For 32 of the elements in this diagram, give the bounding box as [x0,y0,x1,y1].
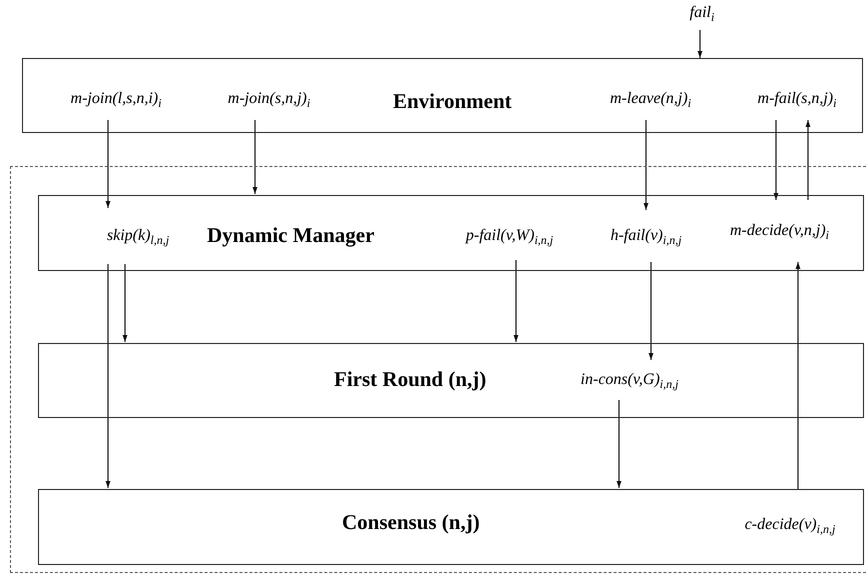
action-label: p-fail(v,W)$_{i,n,j}$ [447,214,572,262]
box-title: Consensus (n,j) [342,512,480,533]
action-label: h-fail(v)$_{i,n,j}$ [590,212,702,264]
action-label: m-decide(v,n,j)$_{i}$ [707,202,852,264]
arrow [514,260,518,342]
box-title: Environment [393,91,512,112]
arrow [106,120,110,208]
box-title: First Round (n,j) [334,369,486,390]
action-label: fail$_{i}$ [680,0,724,30]
arrow [648,262,654,360]
arrow [698,30,702,58]
arrow [106,264,110,488]
arrow [616,400,622,488]
process-box [22,58,863,133]
arrow [122,264,128,342]
action-label: skip(k)$_{l,n,j}$ [92,210,184,266]
action-label: in-cons(v,G)$_{i,n,j}$ [557,362,702,402]
process-box [38,343,864,418]
box-title: Dynamic Manager [207,225,374,246]
process-box [38,195,864,271]
arrow [644,120,648,210]
arrow [774,120,778,200]
arrow [796,262,800,490]
action-label: m-leave(n,j)$_{i}$ [593,81,708,121]
action-label: m-fail(s,n,j)$_{i}$ [736,81,858,121]
action-label: m-join(l,s,n,i)$_{i}$ [41,81,191,121]
dashed-boundary-box [10,166,866,573]
action-label: m-join(s,n,j)$_{i}$ [204,81,334,121]
arrow [252,120,258,194]
arrow [806,120,810,200]
process-box [38,489,864,565]
action-label: c-decide(v)$_{i,n,j}$ [720,492,860,562]
